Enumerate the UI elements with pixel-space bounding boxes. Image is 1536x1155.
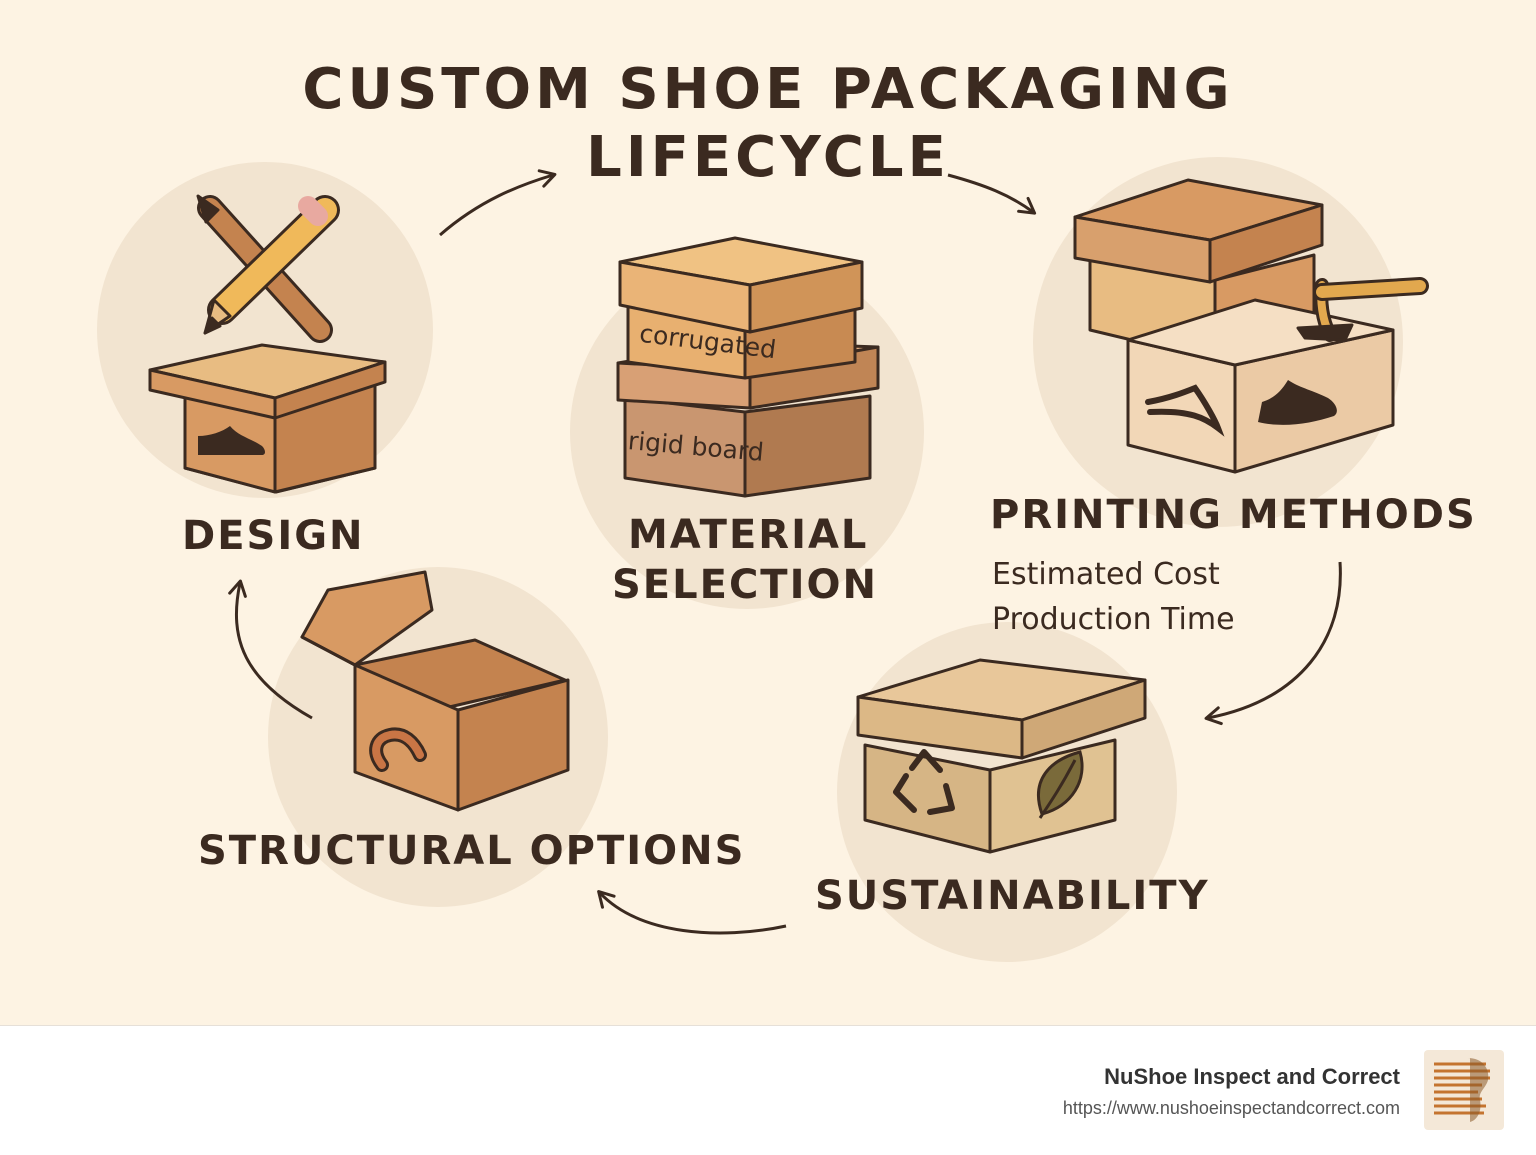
printing-detail-time: Production Time: [992, 602, 1235, 637]
brand-name: NuShoe Inspect and Correct: [1104, 1064, 1400, 1089]
sustainability-box: [856, 658, 1147, 854]
page-title-line2: LIFECYCLE: [586, 125, 950, 190]
printer-nozzle-icon: [1296, 277, 1429, 342]
printed-shoe-icon: [1258, 380, 1337, 425]
corrugated-box: [618, 236, 864, 380]
swoosh-icon: [1145, 384, 1225, 437]
open-box: [300, 570, 570, 812]
shoe-icon: [198, 426, 265, 455]
stage-design-label: DESIGN: [182, 513, 365, 559]
arrow-printing-to-sustainability: [1204, 561, 1342, 726]
printing-detail-cost: Estimated Cost: [992, 557, 1220, 592]
recycle-icon: [893, 749, 955, 815]
magnet-icon: [369, 727, 427, 772]
pencil-icon: [196, 194, 340, 343]
brand-url[interactable]: https://www.nushoeinspectandcorrect.com: [1062, 1098, 1400, 1118]
page-title-line1: CUSTOM SHOE PACKAGING: [302, 57, 1234, 122]
stage-structural-label: STRUCTURAL OPTIONS: [198, 828, 746, 874]
diagram-art: corrugated rigid board: [97, 157, 1429, 962]
arrow-structural-to-design: [228, 579, 313, 720]
stage-material-label-line1: MATERIAL: [628, 512, 869, 558]
leaf-icon: [1036, 750, 1084, 819]
arrow-title-to-printing: [947, 173, 1037, 215]
stage-printing-label: PRINTING METHODS: [990, 492, 1477, 538]
arrow-sustainability-to-structural: [597, 890, 787, 935]
stage-sustainability-label: SUSTAINABILITY: [815, 873, 1210, 919]
stage-material-label-line2: SELECTION: [612, 562, 878, 608]
brand-block: NuShoe Inspect and Correct https://www.n…: [1063, 1064, 1400, 1119]
arrow-design-to-material: [439, 169, 557, 237]
brand-logo-icon: [1424, 1050, 1504, 1130]
footer: NuShoe Inspect and Correct https://www.n…: [0, 1025, 1536, 1155]
